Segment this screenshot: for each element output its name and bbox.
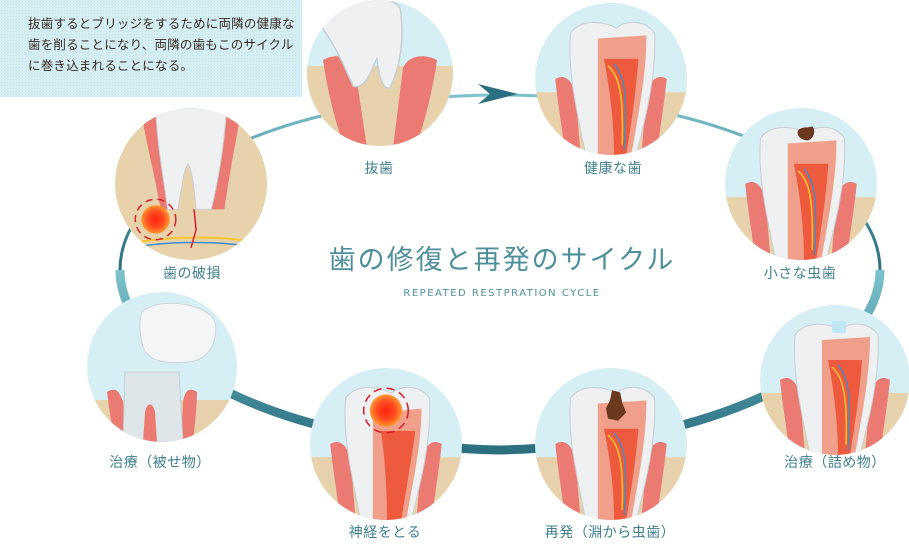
stage-label-small-cavity: 小さな虫歯 <box>763 266 837 282</box>
fracture-illustration <box>115 108 267 260</box>
stage-label-extraction: 抜歯 <box>364 161 394 177</box>
stage-label-filling: 治療（詰め物） <box>784 455 886 471</box>
diagram-subtitle: REPEATED RESTPRATION CYCLE <box>403 288 601 299</box>
nerve-removal-illustration <box>310 368 462 520</box>
recurrence-illustration <box>535 368 687 520</box>
small-cavity-illustration <box>725 108 877 260</box>
diagram-title: 歯の修復と再発のサイクル <box>328 245 676 276</box>
stage-label-healthy: 健康な歯 <box>584 161 642 177</box>
extraction-note-box: 抜歯するとブリッジをするために両隣の健康な歯を削ることになり、両隣の歯もこのサイ… <box>0 0 302 97</box>
extraction-illustration <box>307 0 453 146</box>
arrow-icon <box>478 84 518 104</box>
stage-label-crown: 治療（被せ物） <box>109 455 211 471</box>
stage-label-fracture: 歯の破損 <box>163 266 221 282</box>
filling-illustration <box>760 305 909 455</box>
stage-label-recurrence: 再発（淵から虫歯） <box>544 525 676 541</box>
crown-illustration <box>87 292 237 442</box>
extraction-note-text: 抜歯するとブリッジをするために両隣の健康な歯を削ることになり、両隣の歯もこのサイ… <box>28 16 295 73</box>
healthy-tooth-illustration <box>535 3 687 155</box>
stage-label-nerve-removal: 神経をとる <box>348 525 422 541</box>
